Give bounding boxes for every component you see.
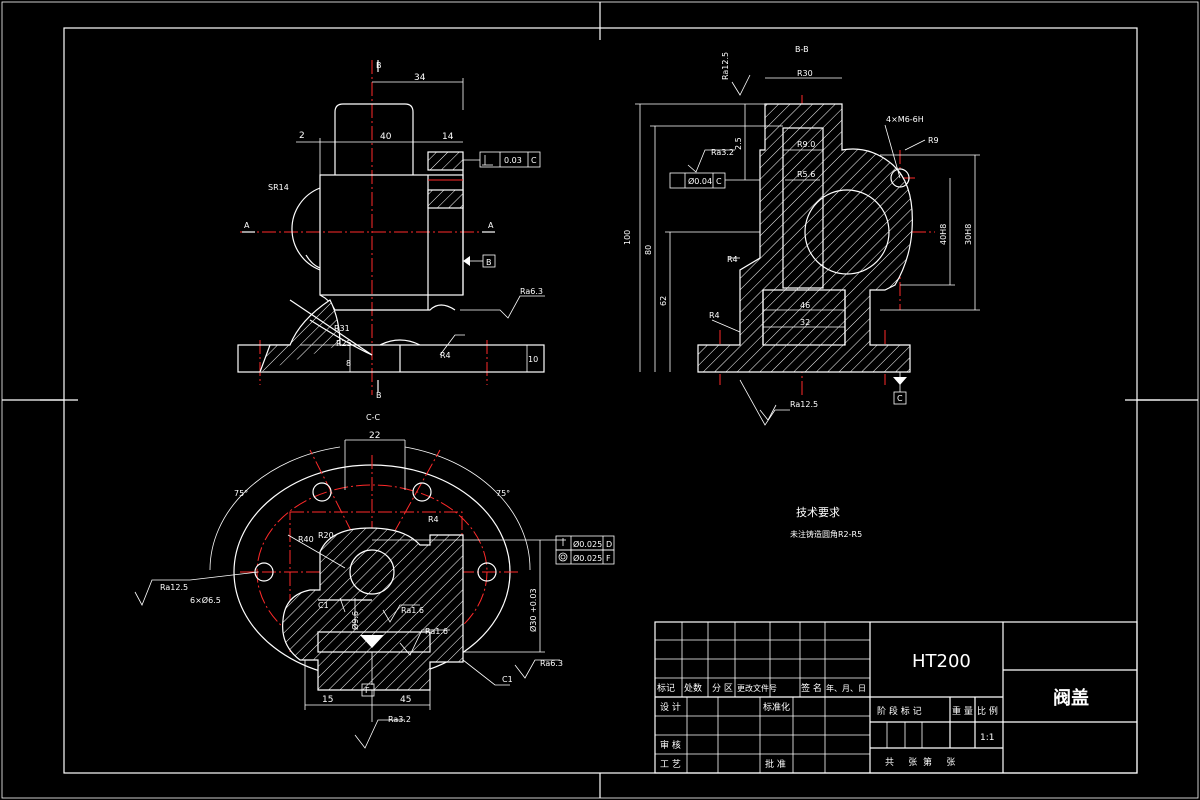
roughness-bottom-left: Ra12.5: [160, 583, 188, 592]
scale-value: 1:1: [980, 733, 994, 743]
front-section-arrow-bottom: B: [376, 391, 382, 400]
dim-45: 45: [400, 695, 411, 705]
label-approve: 批 准: [765, 758, 786, 770]
datum-b-label: B: [486, 258, 492, 267]
dim-r40: R40: [298, 535, 314, 544]
dim-6-holes: 6×Ø6.5: [190, 595, 221, 605]
dim-10: 10: [528, 355, 538, 364]
datum-f-label: F: [365, 686, 370, 695]
dim-22: 22: [369, 431, 380, 441]
dim-r20: R20: [318, 531, 334, 540]
label-weight: 重 量: [952, 705, 973, 717]
dim-34: 34: [414, 73, 426, 83]
roughness-right-mid: Ra3.2: [711, 148, 734, 157]
dim-80: 80: [644, 245, 653, 255]
header-zone: 分 区: [712, 683, 733, 694]
dim-40: 40: [380, 132, 392, 142]
part-name: 阀盖: [1053, 687, 1089, 709]
dim-2: 2: [299, 131, 305, 141]
dim-32: 32: [800, 318, 810, 327]
dim-r4a: R4: [727, 255, 738, 264]
datum-c-label: C: [897, 394, 903, 403]
dim-r4: R4: [440, 351, 451, 360]
dim-2-5: 2.5: [734, 137, 743, 150]
angle-75-right: 75°: [496, 489, 510, 498]
dim-30h8: 30H8: [964, 224, 973, 245]
tol-frame-2-datum: F: [606, 554, 611, 563]
dim-phi-9-6: Ø9.6: [350, 611, 360, 630]
label-stage: 阶 段 标 记: [877, 705, 922, 717]
label-standard: 标准化: [763, 701, 790, 713]
label-scale: 比 例: [977, 705, 998, 717]
title-block: [654, 621, 1138, 774]
tol-perp-value: Ø0.04: [688, 176, 712, 186]
header-date: 年、月、日: [826, 683, 866, 693]
roughness-right-top: Ra12.5: [721, 52, 730, 80]
tech-notes-title: 技术要求: [796, 506, 840, 519]
roughness-ra63-bottom: Ra6.3: [540, 659, 563, 668]
tol-perp-datum: C: [716, 177, 722, 186]
dim-62: 62: [659, 296, 668, 306]
dim-r31: R31: [334, 324, 350, 333]
label-design: 设 计: [660, 701, 681, 713]
chamfer-c1-right: C1: [502, 675, 513, 684]
section-b-title: B-B: [795, 45, 809, 54]
chamfer-c1-left: C1: [318, 601, 329, 610]
header-mark: 标记: [657, 682, 675, 694]
roughness-ra16-upper: Ra1.6: [401, 606, 424, 615]
material-label: HT200: [912, 651, 971, 672]
angle-75-left: 75°: [234, 489, 248, 498]
dim-r25: R25: [336, 339, 352, 348]
roughness-ra16-lower: Ra1.6: [425, 627, 448, 636]
tol-frame-1-value: Ø0.025: [573, 539, 602, 549]
dim-40h8: 40H8: [939, 224, 948, 245]
tol-flat-value: 0.03: [504, 156, 522, 165]
roughness-ra32-bottom: Ra3.2: [388, 715, 411, 724]
sheet-count: 共 张 第 张: [885, 756, 955, 768]
front-view: [237, 60, 545, 395]
dim-4xm6: 4×M6-6H: [886, 115, 924, 124]
cut-label-a-left: A: [244, 221, 250, 230]
roughness-front: Ra6.3: [520, 287, 543, 296]
front-tolerance-frame: [479, 151, 541, 168]
label-process: 工 艺: [660, 759, 681, 770]
dim-r4-bottom: R4: [428, 515, 439, 524]
tol-frame-1-datum: D: [606, 540, 612, 549]
cut-label-a-right: A: [488, 221, 494, 230]
tol-flat-datum: C: [531, 156, 537, 165]
dim-r9b: R9: [928, 136, 939, 145]
tech-notes-line1: 未注铸造圆角R2-R5: [790, 529, 862, 539]
header-doc: 更改文件号: [737, 683, 777, 693]
dim-r9: R9.0: [797, 140, 815, 149]
dim-vertical-tol: Ø30 +0.03: [528, 588, 538, 632]
section-c-title: C-C: [366, 413, 380, 422]
roughness-right-bot: Ra12.5: [790, 400, 818, 409]
dim-14: 14: [442, 132, 454, 142]
dim-r5: R5.6: [797, 170, 815, 179]
dim-46: 46: [800, 301, 810, 310]
tol-frame-2-value: Ø0.025: [573, 553, 602, 563]
dim-15: 15: [322, 695, 333, 705]
header-sign: 签 名: [801, 682, 822, 694]
dim-r4b: R4: [709, 311, 720, 320]
front-section-arrow-top: B: [376, 61, 382, 70]
header-count: 处数: [684, 682, 702, 694]
dim-8: 8: [346, 359, 351, 368]
label-review: 审 核: [660, 739, 681, 751]
dim-100: 100: [623, 230, 632, 245]
dim-sr14: SR14: [268, 183, 289, 192]
section-b-view: [635, 74, 980, 426]
dim-r30: R30: [797, 69, 813, 78]
section-c-view: [134, 439, 615, 749]
